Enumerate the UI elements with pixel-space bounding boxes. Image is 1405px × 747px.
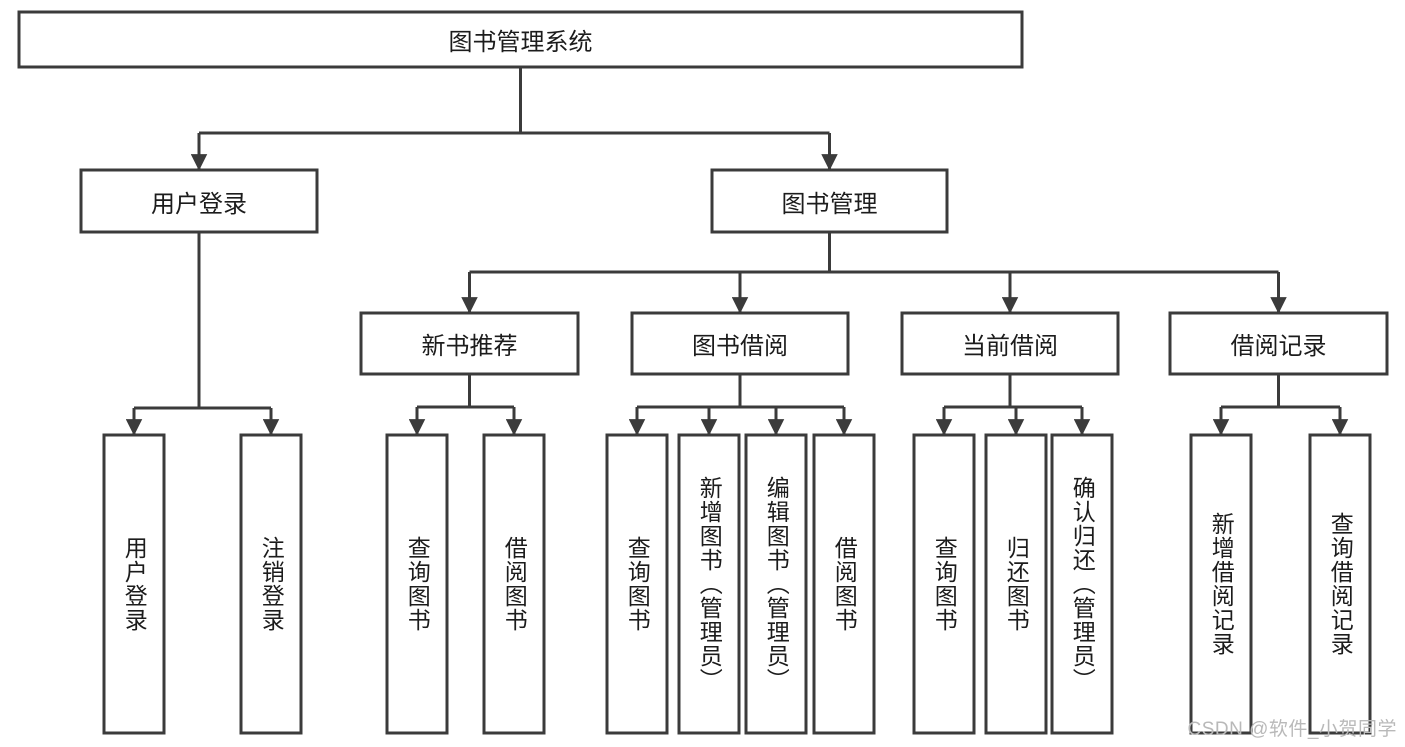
leaf-box-5[interactable]: [677, 433, 741, 735]
leaf-box-10[interactable]: [1050, 433, 1114, 735]
edges-layer: [125, 67, 1349, 436]
level3-box-1[interactable]: [630, 311, 850, 376]
leaf-box-11[interactable]: [1189, 433, 1253, 735]
leaf-box-2[interactable]: [385, 433, 449, 735]
level3-box-0[interactable]: [359, 311, 580, 376]
leaf-box-1[interactable]: [239, 433, 303, 735]
leaf-box-6[interactable]: [744, 433, 808, 735]
level3-box-2[interactable]: [900, 311, 1120, 376]
leaf-box-9[interactable]: [984, 433, 1048, 735]
watermark: CSDN @软件_小贺同学: [1187, 719, 1397, 740]
leaf-box-4[interactable]: [605, 433, 669, 735]
level2-box-1[interactable]: [710, 168, 949, 234]
nodes-layer: [17, 10, 1389, 735]
root-box-0[interactable]: [17, 10, 1024, 69]
leaf-box-0[interactable]: [102, 433, 166, 735]
level2-box-0[interactable]: [79, 168, 319, 234]
leaf-box-7[interactable]: [812, 433, 876, 735]
level3-box-3[interactable]: [1168, 311, 1389, 376]
leaf-box-12[interactable]: [1308, 433, 1372, 735]
leaf-box-8[interactable]: [912, 433, 976, 735]
leaf-box-3[interactable]: [482, 433, 546, 735]
